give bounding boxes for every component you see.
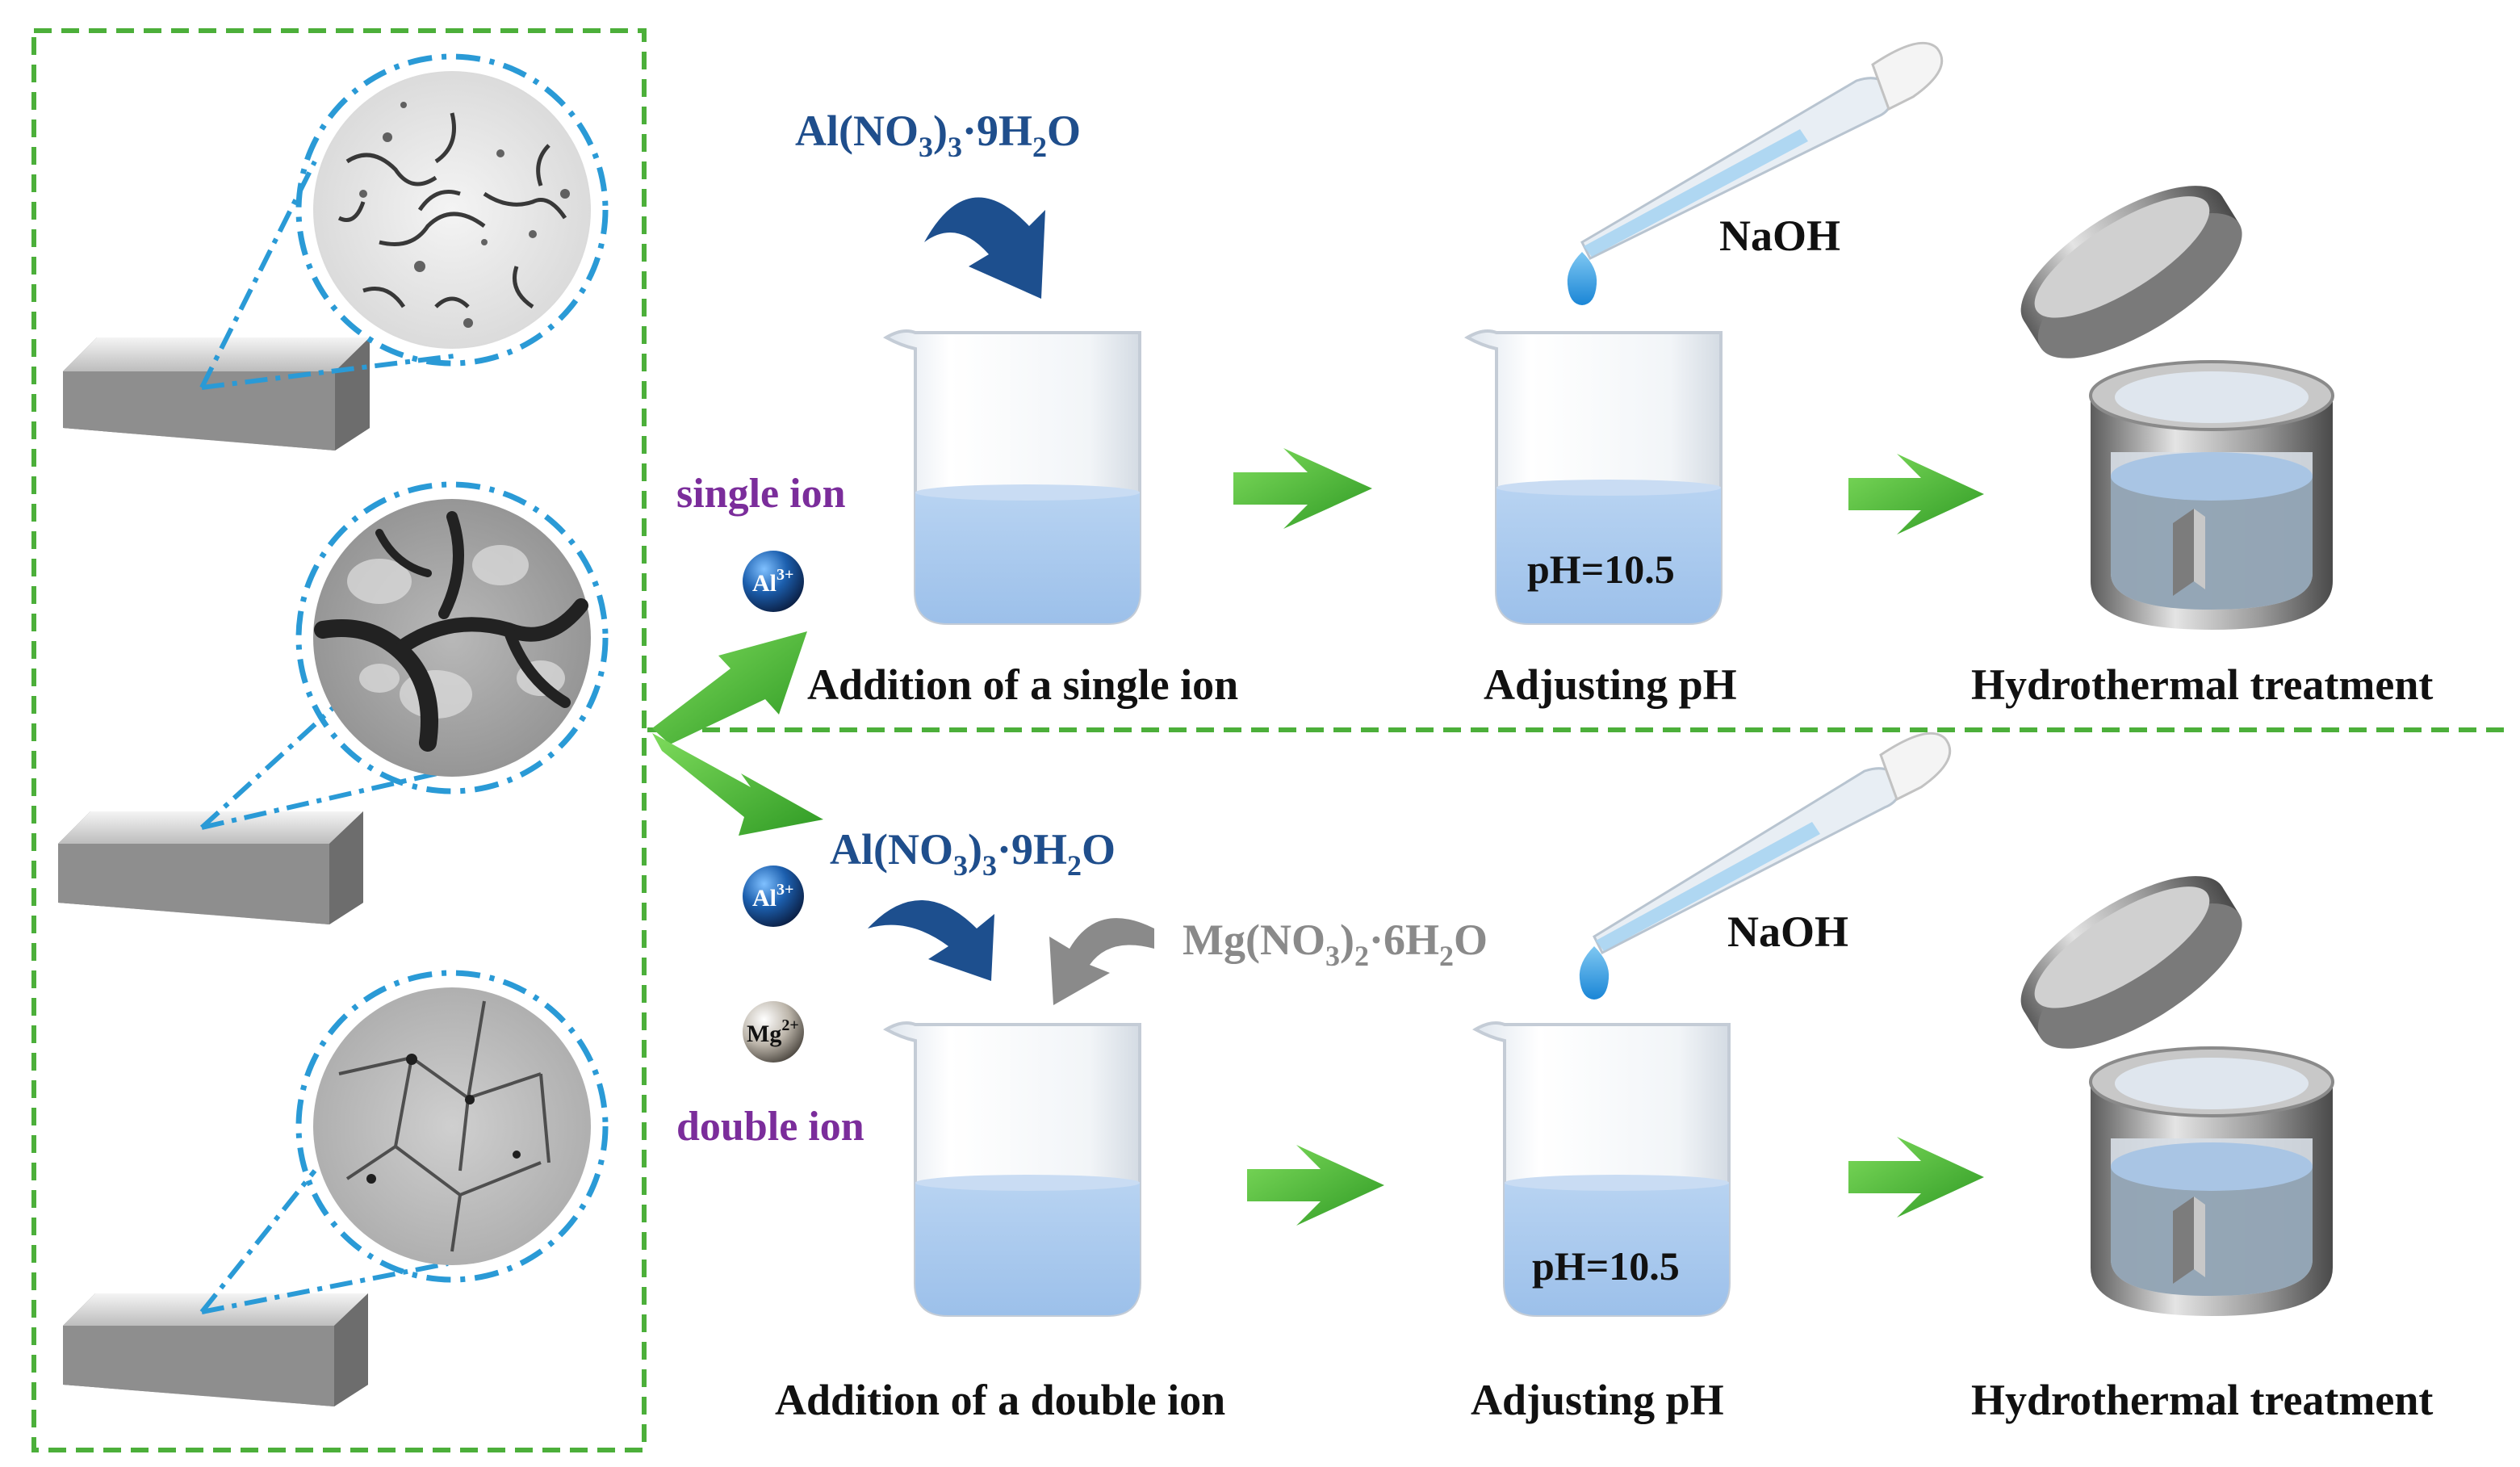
top-step-1-label: Addition of a single ion bbox=[807, 660, 1238, 709]
bottom-step-1-label: Addition of a double ion bbox=[775, 1376, 1225, 1424]
top-step-3-label: Hydrothermal treatment bbox=[1971, 660, 2433, 709]
top-step-2-label: Adjusting pH bbox=[1484, 660, 1737, 709]
beaker-top-1 bbox=[883, 329, 1141, 625]
mg-ion-ball: Mg2+ bbox=[743, 1001, 804, 1063]
svg-text:Mg2+: Mg2+ bbox=[747, 1016, 799, 1047]
naoh-label-top: NaOH bbox=[1719, 212, 1840, 260]
micrograph-3 bbox=[295, 970, 609, 1283]
curved-arrow-al-top bbox=[924, 197, 1045, 299]
curved-arrow-mg bbox=[1049, 918, 1154, 1005]
arrow-bottom-2 bbox=[1848, 1137, 1984, 1218]
svg-text:Al3+: Al3+ bbox=[752, 881, 793, 912]
al-ion-text: Al bbox=[752, 885, 777, 912]
naoh-label-bottom: NaOH bbox=[1727, 907, 1848, 956]
pipette-top bbox=[1567, 41, 1944, 305]
mg-nitrate-label: Mg(NO3)2·6H2O bbox=[1183, 916, 1488, 972]
substrate-2 bbox=[58, 700, 449, 924]
arrow-top-2 bbox=[1848, 454, 1984, 534]
bottom-step-3-label: Hydrothermal treatment bbox=[1971, 1376, 2433, 1424]
autoclave-top bbox=[2020, 186, 2334, 630]
single-ion-label: single ion bbox=[676, 471, 846, 517]
mg-ion-text: Mg bbox=[747, 1021, 781, 1047]
substrate-1 bbox=[63, 160, 461, 451]
substrate-3 bbox=[63, 1169, 449, 1406]
substrate-frame bbox=[31, 28, 647, 1452]
al-ion-ball-bottom: Al3+ bbox=[743, 866, 804, 927]
svg-text:Al3+: Al3+ bbox=[752, 566, 793, 597]
micrograph-1 bbox=[295, 53, 609, 367]
mg-charge-text: 2+ bbox=[781, 1016, 798, 1034]
ph-label-top: pH=10.5 bbox=[1527, 547, 1675, 592]
ph-label-bottom: pH=10.5 bbox=[1532, 1243, 1680, 1289]
al-nitrate-label-bottom: Al(NO3)3·9H2O bbox=[830, 825, 1116, 882]
al-nitrate-label-top: Al(NO3)3·9H2O bbox=[795, 107, 1081, 163]
branch-arrow-up bbox=[652, 631, 807, 744]
autoclave-bottom bbox=[2020, 876, 2334, 1316]
al-ion-ball-top: Al3+ bbox=[743, 551, 804, 612]
pipette-bottom bbox=[1579, 731, 1952, 1000]
al-ion-text: Al bbox=[752, 570, 777, 597]
arrow-bottom-1 bbox=[1247, 1145, 1384, 1226]
micrograph-2 bbox=[295, 481, 609, 794]
al-charge-text: 3+ bbox=[777, 566, 793, 584]
beaker-top-2 bbox=[1464, 329, 1723, 625]
arrow-top-1 bbox=[1233, 448, 1372, 529]
branch-arrow-down bbox=[652, 733, 823, 836]
al-charge-text: 3+ bbox=[777, 881, 793, 899]
beaker-bottom-1 bbox=[883, 1021, 1141, 1317]
beaker-bottom-2 bbox=[1472, 1021, 1731, 1317]
double-ion-label: double ion bbox=[676, 1104, 864, 1150]
bottom-step-2-label: Adjusting pH bbox=[1471, 1376, 1724, 1424]
curved-arrow-al-bottom bbox=[868, 900, 994, 981]
